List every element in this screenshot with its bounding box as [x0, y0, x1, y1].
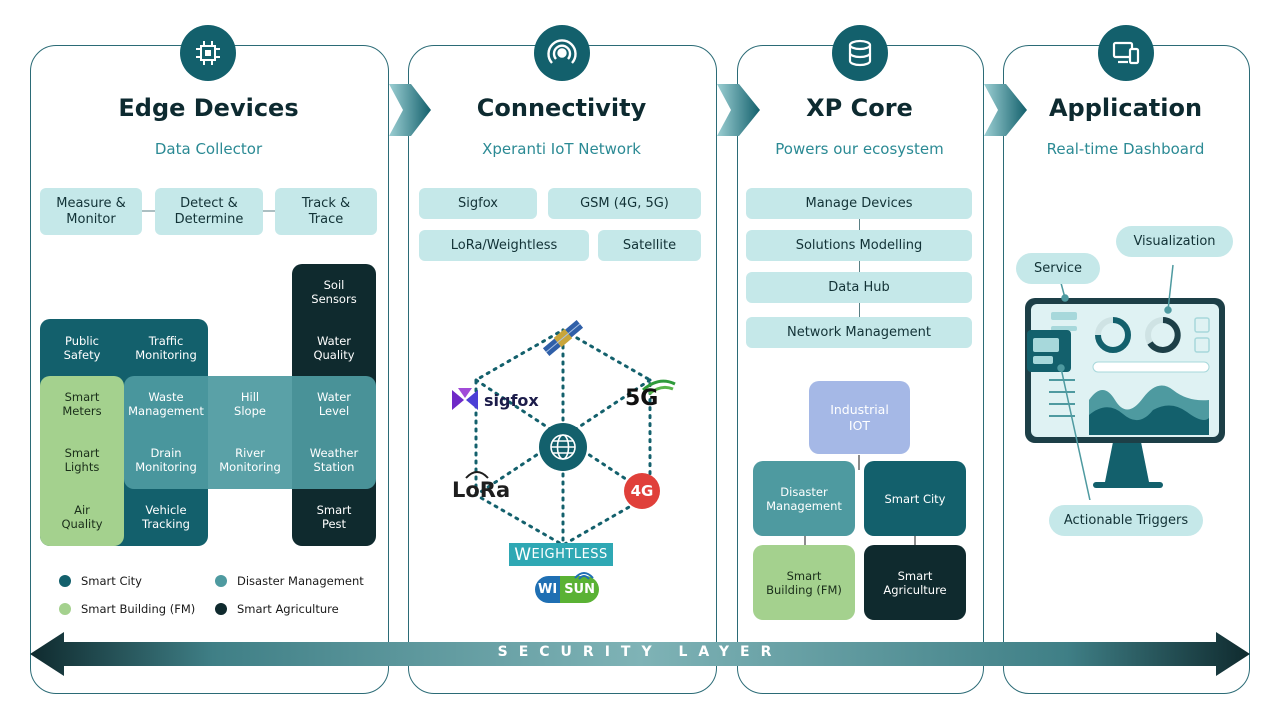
pill-lora-weightless: LoRa/Weightless	[419, 230, 589, 261]
wisun-wi: WI	[535, 575, 561, 603]
sigfox-wordmark: sigfox	[484, 390, 539, 410]
devices-icon	[1098, 25, 1154, 81]
tile-vehicle-tracking: Vehicle Tracking	[142, 503, 190, 531]
connectivity-subtitle: Xperanti IoT Network	[482, 140, 641, 158]
tile-traffic-monitoring: Traffic Monitoring	[135, 334, 197, 362]
security-layer-arrow	[30, 632, 1250, 676]
application-subtitle: Real-time Dashboard	[1046, 140, 1205, 158]
tile-weather-station: Weather Station	[309, 446, 359, 474]
label-service: Service	[1016, 253, 1100, 284]
database-icon	[832, 25, 888, 81]
edge-devices-title: Edge Devices	[118, 94, 299, 122]
4g-text: 4G	[630, 482, 654, 500]
core-disaster-management: Disaster Management	[753, 461, 855, 536]
step-connectors	[142, 210, 275, 212]
tile-waste-management: Waste Management	[128, 390, 204, 418]
core-solutions-modelling: Solutions Modelling	[746, 230, 972, 261]
legend-smart-city: Smart City	[81, 574, 142, 588]
network-hexagon	[474, 320, 652, 547]
tile-smart-pest: Smart Pest	[316, 503, 352, 531]
core-industrial-iot: Industrial IOT	[809, 381, 910, 454]
tile-public-safety: Public Safety	[63, 334, 101, 362]
legend-dot-disaster-management	[215, 575, 227, 587]
wisun-sun: SUN	[560, 575, 599, 603]
xp-core-subtitle: Powers our ecosystem	[775, 140, 944, 158]
sigfox-logo: sigfox	[450, 386, 539, 414]
satellite-icon	[542, 320, 584, 356]
application-title: Application	[1048, 94, 1203, 122]
step-detect-determine: Detect & Determine	[155, 188, 263, 235]
pill-sigfox: Sigfox	[419, 188, 537, 219]
dashboard-monitor-illustration	[1025, 264, 1225, 500]
core-network-management: Network Management	[746, 317, 972, 348]
signal-icon	[534, 25, 590, 81]
disaster-management-region	[124, 376, 376, 489]
label-actionable-triggers: Actionable Triggers	[1049, 505, 1203, 536]
arrow-core-to-application	[984, 84, 1027, 136]
arrow-edge-to-connectivity	[389, 84, 431, 136]
core-data-hub: Data Hub	[746, 272, 972, 303]
tile-water-level: Water Level	[317, 390, 351, 418]
xp-core-title: XP Core	[806, 94, 913, 122]
5g-text: 5G	[625, 386, 659, 411]
lora-logo: LoRa	[452, 471, 511, 502]
legend-dot-smart-building	[59, 603, 71, 615]
connectivity-title: Connectivity	[476, 94, 647, 122]
step-measure-monitor: Measure & Monitor	[40, 188, 142, 235]
security-layer-label: SECURITY LAYER	[497, 644, 783, 660]
legend-smart-agriculture: Smart Agriculture	[237, 602, 339, 616]
arrow-connectivity-to-core	[717, 84, 760, 136]
legend-disaster-management: Disaster Management	[237, 574, 364, 588]
core-manage-devices: Manage Devices	[746, 188, 972, 219]
core-smart-building: Smart Building (FM)	[753, 545, 855, 620]
chip-icon	[180, 25, 236, 81]
tile-smart-meters: Smart Meters	[62, 390, 102, 418]
globe-icon	[550, 434, 576, 460]
weightless-rest: EIGHTLESS	[531, 547, 608, 562]
tile-drain-monitoring: Drain Monitoring	[135, 446, 197, 474]
legend-smart-building: Smart Building (FM)	[81, 602, 196, 616]
weightless-w: W	[514, 544, 532, 565]
step-track-trace: Track & Trace	[275, 188, 377, 235]
core-smart-city: Smart City	[864, 461, 966, 536]
core-pill-connector	[859, 219, 860, 319]
tile-soil-sensors: Soil Sensors	[311, 278, 357, 306]
wisun-waves-icon	[574, 572, 594, 580]
sigfox-icon	[452, 388, 478, 410]
lora-text: LoRa	[452, 478, 511, 502]
label-visualization: Visualization	[1116, 226, 1233, 257]
tile-water-quality: Water Quality	[313, 334, 355, 362]
core-smart-agriculture: Smart Agriculture	[864, 545, 966, 620]
legend-dot-smart-agriculture	[215, 603, 227, 615]
lora-waves-icon	[465, 471, 489, 479]
tile-hill-slope: Hill Slope	[234, 390, 266, 418]
edge-devices-subtitle: Data Collector	[154, 140, 263, 158]
pill-satellite: Satellite	[598, 230, 701, 261]
pill-gsm: GSM (4G, 5G)	[548, 188, 701, 219]
legend-dot-smart-city	[59, 575, 71, 587]
tile-river-monitoring: River Monitoring	[219, 446, 281, 474]
smart-building-region	[40, 376, 124, 546]
4g-logo: 4G	[624, 473, 660, 509]
5g-waves-icon	[642, 379, 676, 396]
tile-smart-lights: Smart Lights	[64, 446, 100, 474]
5g-logo: 5G	[623, 378, 679, 416]
tile-air-quality: Air Quality	[61, 503, 103, 531]
